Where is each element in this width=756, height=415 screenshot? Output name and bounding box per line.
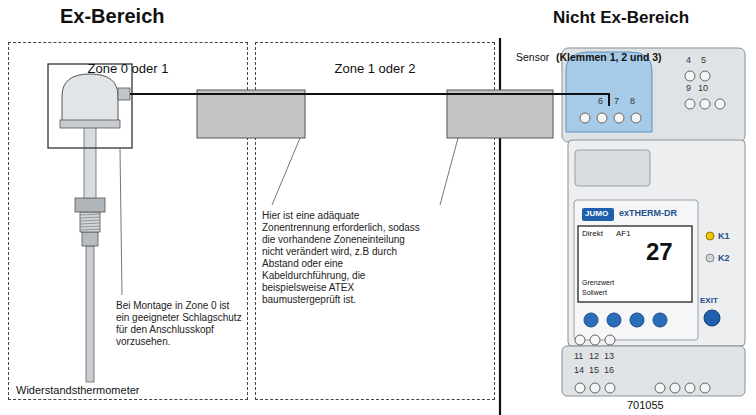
terminal-number: 12 [589, 351, 599, 362]
thermometer-part-part [80, 226, 100, 227]
model-name: exTHERM-DR [619, 208, 677, 219]
device-part-part [590, 383, 600, 393]
device-part-part [614, 113, 624, 123]
device-part-part [605, 335, 615, 345]
device-part [568, 140, 745, 346]
device-part [706, 254, 714, 262]
thermometer-part-part [80, 223, 100, 224]
terminal-number: 6 [598, 96, 603, 107]
terminal-number: 13 [604, 351, 614, 362]
device-part-part [700, 99, 710, 109]
note: Hier ist eine adäquate Zonentrennung erf… [262, 210, 424, 306]
display-text: Grenzwert [582, 279, 614, 287]
thermometer-part [75, 198, 105, 212]
relay-name: K1 [718, 231, 730, 242]
thermometer-part-part [80, 220, 100, 221]
device-part [574, 200, 698, 340]
device-part [582, 208, 614, 221]
device-part-part [575, 335, 585, 345]
device-part [630, 313, 644, 327]
terminal-number: 14 [574, 365, 584, 376]
terminal-number: 8 [630, 96, 635, 107]
device-part [607, 313, 621, 327]
terminal-number: 5 [701, 55, 706, 66]
device-part-part [580, 113, 590, 123]
thermometer-part-part [80, 214, 100, 215]
area-title: Ex-Bereich [60, 6, 165, 26]
device-part-part [670, 383, 680, 393]
terminal-number: 4 [686, 55, 691, 66]
device-part-part [575, 383, 585, 393]
terminal-number: 15 [589, 365, 599, 376]
thermometer-part [80, 212, 100, 232]
device-part [578, 226, 692, 302]
device-part-part [685, 383, 695, 393]
device-part [653, 313, 667, 327]
device-part [575, 71, 725, 393]
zone-heading: Zone 0 oder 1 [9, 61, 247, 76]
relay-name: K2 [718, 253, 730, 264]
device-part-part [631, 113, 641, 123]
display-text: Sollwert [582, 289, 607, 297]
device-part [704, 310, 720, 326]
device-part [584, 313, 598, 327]
thermometer-part [80, 214, 100, 230]
terminal-number: 7 [614, 96, 619, 107]
signal-name: Sensor [516, 51, 549, 64]
sensor-cable [130, 94, 609, 106]
device-part-part [715, 99, 725, 109]
area-title: Nicht Ex-Bereich [553, 9, 689, 26]
thermometer-part [62, 74, 118, 126]
thermometer-part [60, 120, 120, 128]
device-part-part [700, 383, 710, 393]
part-name: Widerstandsthermometer [16, 384, 140, 397]
thermometer-part [84, 126, 96, 198]
terminal-number: 16 [604, 365, 614, 376]
leader-line-part [120, 148, 122, 295]
leader-line-part [272, 138, 300, 205]
cable-gland-part [197, 90, 305, 138]
terminal-number: 11 [574, 351, 583, 362]
thermometer-part [82, 232, 98, 246]
device [562, 48, 745, 396]
device-part [575, 150, 650, 186]
part-number: 701055 [627, 399, 664, 412]
thermometer-part [48, 64, 132, 148]
device-part [706, 232, 714, 240]
device-part [566, 52, 652, 132]
display-value: 27 [646, 240, 673, 264]
area-border [499, 38, 501, 415]
thermometer-part-part [80, 217, 100, 218]
device-part [562, 346, 745, 396]
device-part-part [590, 335, 600, 345]
signal-name: (Klemmen 1, 2 und 3) [556, 51, 662, 64]
note: Bei Montage in Zone 0 ist ein geeigneter… [116, 300, 244, 348]
device-part-part [655, 383, 665, 393]
leader-line-part [440, 138, 458, 205]
device-part-part [700, 71, 710, 81]
display-text: Direkt [582, 229, 603, 239]
cable-gland-part [447, 90, 553, 138]
brand-name: JUMO [585, 209, 608, 219]
device-part-part [685, 99, 695, 109]
thermometer-part-part [80, 229, 100, 230]
button-name: EXIT [700, 296, 718, 306]
thermometer-part [86, 246, 94, 382]
cable-gland [197, 90, 553, 138]
device-part-part [605, 383, 615, 393]
thermometer-part [118, 88, 130, 100]
device-part-part [597, 113, 607, 123]
device-part-part [685, 71, 695, 81]
display-text: AF1 [616, 229, 631, 239]
terminal-number: 9 [686, 83, 691, 94]
terminal-number: 10 [698, 83, 708, 94]
zone-heading: Zone 1 oder 2 [256, 61, 494, 76]
